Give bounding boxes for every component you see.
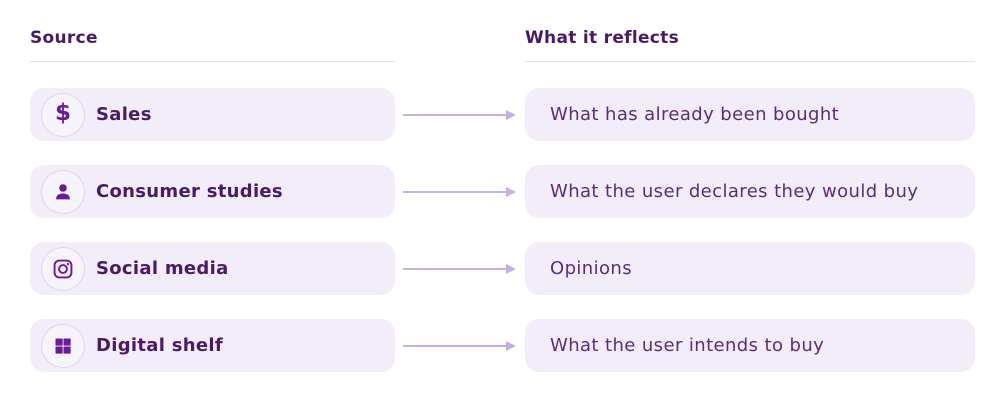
right-arrow-icon — [403, 263, 516, 274]
reflect-card-consumer-studies: What the user declares they would buy — [525, 165, 975, 218]
person-icon-glyph — [56, 183, 70, 199]
table-row: $ Sales What has already been bought — [30, 88, 1000, 141]
arrow-cell — [395, 262, 525, 276]
source-card-digital-shelf: Digital shelf — [30, 319, 395, 372]
reflect-card-social-media: Opinions — [525, 242, 975, 295]
mapping-board: Source What it reflects $ Sales What has… — [30, 28, 1000, 372]
reflect-label: What the user declares they would buy — [550, 181, 919, 202]
right-arrow-icon — [403, 340, 516, 351]
right-arrow-icon — [403, 109, 516, 120]
source-column-header: Source — [30, 28, 395, 62]
arrow-cell — [395, 185, 525, 199]
instagram-icon-glyph — [53, 259, 73, 278]
source-label: Consumer studies — [96, 181, 283, 202]
instagram-icon — [41, 246, 85, 291]
dollar-icon: $ — [41, 92, 85, 137]
reflect-label: What the user intends to buy — [550, 335, 825, 356]
reflects-column-header: What it reflects — [525, 28, 975, 62]
table-row: Social media Opinions — [30, 242, 1000, 295]
source-label: Social media — [96, 258, 229, 279]
source-label: Digital shelf — [96, 335, 223, 356]
source-card-consumer-studies: Consumer studies — [30, 165, 395, 218]
grid-icon — [41, 323, 85, 368]
reflect-card-digital-shelf: What the user intends to buy — [525, 319, 975, 372]
source-card-sales: $ Sales — [30, 88, 395, 141]
reflect-label: Opinions — [550, 258, 633, 279]
source-label: Sales — [96, 104, 152, 125]
source-card-social-media: Social media — [30, 242, 395, 295]
grid-icon-glyph — [55, 338, 71, 354]
reflect-label: What has already been bought — [550, 104, 840, 125]
person-icon — [41, 169, 85, 214]
reflect-card-sales: What has already been bought — [525, 88, 975, 141]
dollar-glyph: $ — [54, 100, 71, 126]
right-arrow-icon — [403, 186, 516, 197]
table-row: Consumer studies What the user declares … — [30, 165, 1000, 218]
header-row: Source What it reflects — [30, 28, 1000, 62]
arrow-cell — [395, 108, 525, 122]
arrow-cell — [395, 339, 525, 353]
table-row: Digital shelf What the user intends to b… — [30, 319, 1000, 372]
